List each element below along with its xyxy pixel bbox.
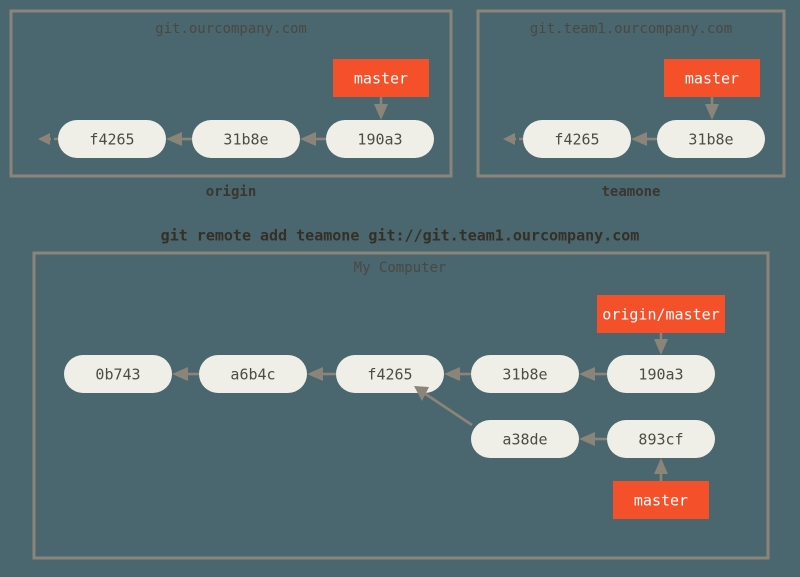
commit-node-teamone-f4265[interactable] xyxy=(523,120,631,158)
commit-node-origin-190a3[interactable] xyxy=(326,120,434,158)
arrowhead-local-f4265-to-a6b4c xyxy=(307,367,323,381)
commit-label-origin-31b8e: 31b8e xyxy=(223,131,268,149)
commit-label-local-0b743: 0b743 xyxy=(95,366,140,384)
origin-truncation-arrowhead xyxy=(38,133,50,145)
teamone-truncation-arrowhead xyxy=(503,133,515,145)
arrowhead-teamone-31b8e-to-f4265 xyxy=(631,132,647,146)
arrowhead-local-master-to-893cf xyxy=(654,458,668,474)
panel-origin-title: git.ourcompany.com xyxy=(155,21,307,37)
commit-label-local-190a3: 190a3 xyxy=(638,366,683,384)
arrowhead-local-190a3-to-31b8e xyxy=(579,367,595,381)
ref-label-local-master: master xyxy=(634,492,688,510)
arrowhead-local-a38de-to-f4265 xyxy=(414,386,429,401)
command-line: git remote add teamone git://git.team1.o… xyxy=(161,227,640,245)
commit-label-teamone-31b8e: 31b8e xyxy=(688,131,733,149)
commit-node-local-893cf[interactable] xyxy=(607,420,715,458)
commit-label-origin-190a3: 190a3 xyxy=(357,131,402,149)
commit-node-local-a38de[interactable] xyxy=(471,420,579,458)
commit-node-local-a6b4c[interactable] xyxy=(199,355,307,393)
arrowhead-teamone-master-to-31b8e xyxy=(705,104,719,120)
commit-label-teamone-f4265: f4265 xyxy=(554,131,599,149)
panel-my-computer-title: My Computer xyxy=(354,260,447,276)
panel-my-computer xyxy=(32,251,770,560)
arrowhead-local-893cf-to-a38de xyxy=(579,432,595,446)
commit-label-local-31b8e: 31b8e xyxy=(502,366,547,384)
panel-teamone xyxy=(476,9,786,178)
ref-box-local-master[interactable] xyxy=(613,481,709,519)
panel-teamone-title: git.team1.ourcompany.com xyxy=(530,21,732,37)
ref-label-origin-master: master xyxy=(354,70,408,88)
arrowhead-local-origin-master-to-190a3 xyxy=(654,339,668,355)
edge-local-a38de-to-f4265 xyxy=(423,391,473,427)
commit-label-local-a6b4c: a6b4c xyxy=(230,366,275,384)
commit-node-local-190a3[interactable] xyxy=(607,355,715,393)
ref-box-origin-master[interactable] xyxy=(333,59,429,97)
commit-node-teamone-31b8e[interactable] xyxy=(657,120,765,158)
ref-label-teamone-master: master xyxy=(685,70,739,88)
arrowhead-origin-31b8e-to-f4265 xyxy=(166,132,182,146)
ref-label-local-origin-master: origin/master xyxy=(602,306,719,324)
commit-node-local-31b8e[interactable] xyxy=(471,355,579,393)
commit-node-local-0b743[interactable] xyxy=(64,355,172,393)
arrowhead-origin-190a3-to-31b8e xyxy=(300,132,316,146)
commit-node-local-f4265[interactable] xyxy=(336,355,444,393)
arrowhead-local-a6b4c-to-0b743 xyxy=(172,367,188,381)
ref-box-teamone-master[interactable] xyxy=(664,59,760,97)
panel-origin-caption: origin xyxy=(206,184,257,200)
commit-label-origin-f4265: f4265 xyxy=(89,131,134,149)
commit-label-local-893cf: 893cf xyxy=(638,431,683,449)
ref-box-local-origin-master[interactable] xyxy=(597,295,725,333)
commit-label-local-a38de: a38de xyxy=(502,431,547,449)
panel-origin xyxy=(9,9,453,178)
commit-node-origin-f4265[interactable] xyxy=(58,120,166,158)
commit-node-origin-31b8e[interactable] xyxy=(192,120,300,158)
arrowhead-local-31b8e-to-f4265 xyxy=(444,367,460,381)
commit-label-local-f4265: f4265 xyxy=(367,366,412,384)
panel-teamone-caption: teamone xyxy=(601,184,660,200)
arrowhead-origin-master-to-190a3 xyxy=(374,104,388,120)
